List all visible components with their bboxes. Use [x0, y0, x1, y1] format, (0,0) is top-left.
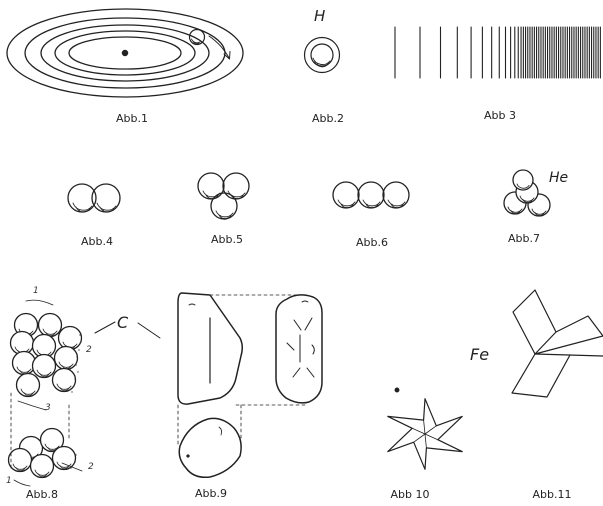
- sphere: [39, 314, 62, 337]
- sphere: [513, 170, 533, 190]
- sphere: [383, 182, 409, 208]
- sphere: [33, 355, 56, 378]
- face-number: 1: [6, 476, 12, 486]
- sphere: [53, 369, 76, 392]
- face-number: 3: [45, 403, 51, 413]
- figure-caption-3: Abb 3: [484, 109, 516, 122]
- sphere: [53, 447, 76, 470]
- nucleus-dot: [122, 50, 127, 55]
- sphere: [9, 449, 32, 472]
- two-sphere-molecule: [68, 184, 120, 212]
- sphere: [333, 182, 359, 208]
- figure-caption-9: Abb.9: [195, 487, 227, 500]
- face-number: 1: [33, 286, 39, 296]
- figure-caption-10: Abb 10: [391, 488, 430, 501]
- sphere: [198, 173, 224, 199]
- figure-caption-8: Abb.8: [26, 488, 58, 501]
- helium-cluster: [504, 170, 550, 216]
- hydrogen-atom: [305, 38, 340, 73]
- figure-caption-11: Abb.11: [533, 488, 572, 501]
- face-number: 2: [86, 345, 92, 355]
- orbit-diagram: [7, 9, 243, 97]
- three-sphere-triangle: [198, 173, 249, 219]
- three-sphere-chain: [333, 182, 409, 208]
- sphere: [31, 455, 54, 478]
- carbon-sphere-stack: [9, 314, 82, 478]
- electron-sphere: [190, 30, 205, 45]
- iron-symbol: Fe: [470, 345, 489, 364]
- spectral-lines: [395, 27, 600, 78]
- sphere: [59, 327, 82, 350]
- sphere: [13, 352, 36, 375]
- figure-caption-1: Abb.1: [116, 112, 148, 125]
- iron-rhombus-figure: [512, 290, 603, 397]
- crystal-top-view: [179, 418, 241, 477]
- diamond-crystal-projections: [178, 293, 322, 477]
- helium-symbol: He: [549, 170, 568, 186]
- crystal-face-marks: [287, 318, 314, 377]
- star-crystal: [388, 388, 462, 469]
- figure-caption-5: Abb.5: [211, 233, 243, 246]
- carbon-symbol: C: [117, 313, 128, 332]
- figure-caption-7: Abb.7: [508, 232, 540, 245]
- figure-caption-2: Abb.2: [312, 112, 344, 125]
- sphere: [358, 182, 384, 208]
- hydrogen-symbol: H: [314, 7, 325, 25]
- sphere: [223, 173, 249, 199]
- sphere: [211, 193, 237, 219]
- figure-caption-4: Abb.4: [81, 235, 113, 248]
- figure-caption-6: Abb.6: [356, 236, 388, 249]
- crystal-side-view: [276, 295, 322, 403]
- sphere: [17, 374, 40, 397]
- face-number: 2: [88, 462, 94, 472]
- sphere: [55, 347, 78, 370]
